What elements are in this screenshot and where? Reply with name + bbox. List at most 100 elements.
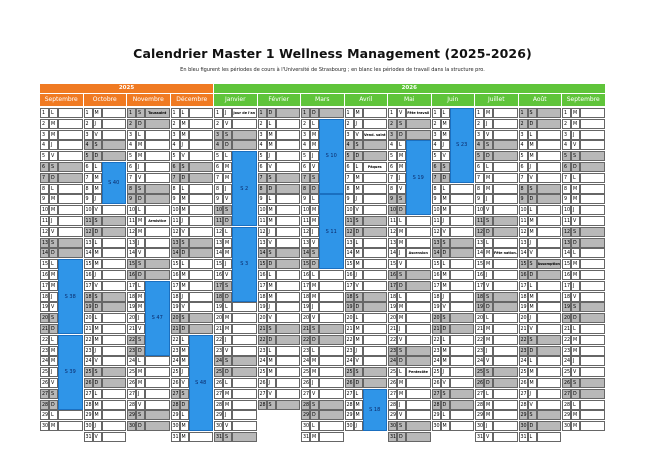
month-header: Mai: [388, 94, 431, 106]
day-letter: V: [527, 399, 537, 410]
day-number: 2: [83, 118, 93, 129]
day-number: 23: [344, 345, 354, 356]
day-number: 3: [214, 129, 223, 140]
day-number: 17: [127, 280, 136, 291]
day-cell: [275, 108, 300, 118]
day-letter: S: [223, 205, 232, 216]
day-cell: [580, 172, 605, 183]
day-letter: M: [310, 367, 319, 378]
day-letter: D: [223, 367, 232, 378]
day-number: 15: [40, 259, 49, 270]
day-number: 7: [257, 172, 267, 183]
day-letter: M: [310, 216, 319, 226]
day-number: 15: [214, 259, 223, 270]
day-letter: V: [92, 205, 102, 216]
day-number: 10: [388, 205, 397, 216]
day-letter: D: [49, 324, 58, 334]
day-number: 13: [257, 237, 267, 248]
day-cell: [101, 410, 126, 421]
day-letter: L: [92, 388, 102, 399]
day-number: 21: [170, 324, 180, 334]
day-cell: [275, 183, 300, 194]
day-cell: [275, 140, 300, 151]
day-letter: L: [571, 324, 580, 334]
day-number: 2: [562, 118, 571, 129]
day-number: 23: [214, 345, 223, 356]
day-number: 20: [562, 313, 571, 324]
day-number: 18: [475, 291, 484, 302]
course-week-block: S 47: [145, 280, 170, 356]
day-letter: S: [397, 345, 406, 356]
day-cell: [493, 334, 518, 345]
day-letter: J: [353, 118, 363, 129]
day-number: 10: [475, 205, 484, 216]
day-letter: J: [49, 291, 58, 302]
day-cell: [362, 367, 387, 378]
day-letter: J: [353, 421, 363, 432]
day-letter: S: [527, 259, 537, 270]
day-number: 30: [475, 421, 484, 432]
day-letter: V: [223, 118, 232, 129]
day-cell: [536, 151, 561, 162]
day-letter: M: [397, 313, 406, 324]
day-letter: M: [484, 183, 493, 194]
day-number: 22: [388, 334, 397, 345]
day-cell: [275, 388, 300, 399]
day-letter: L: [397, 140, 406, 151]
day-cell: [232, 129, 257, 140]
day-number: 13: [83, 237, 93, 248]
day-number: 30: [301, 421, 310, 432]
day-cell: [275, 216, 300, 226]
day-letter: J: [484, 345, 493, 356]
day-number: 20: [127, 313, 136, 324]
day-cell: [580, 421, 605, 432]
day-letter: L: [223, 151, 232, 162]
day-number: 31: [301, 432, 310, 442]
day-letter: V: [353, 129, 363, 140]
day-number: 19: [170, 302, 180, 313]
day-number: 15: [431, 259, 441, 270]
day-cell: [493, 388, 518, 399]
day-cell: [275, 345, 300, 356]
day-letter: J: [571, 129, 580, 140]
day-letter: S: [179, 237, 189, 248]
day-cell: [275, 259, 300, 270]
day-cell: [145, 399, 170, 410]
day-number: 23: [40, 345, 49, 356]
day-cell: [536, 302, 561, 313]
day-cell: [493, 270, 518, 280]
day-letter: D: [223, 216, 232, 226]
day-number: 17: [170, 280, 180, 291]
day-number: 14: [170, 248, 180, 259]
day-number: 2: [301, 118, 310, 129]
day-letter: L: [440, 410, 450, 421]
day-letter: M: [353, 248, 363, 259]
day-letter: S: [440, 162, 450, 172]
day-letter: J: [484, 194, 493, 205]
day-cell: [188, 194, 213, 205]
day-number: 12: [127, 226, 136, 237]
day-cell: [362, 183, 387, 194]
day-number: 7: [301, 172, 310, 183]
day-number: 23: [475, 345, 484, 356]
day-cell: [580, 151, 605, 162]
day-letter: D: [310, 334, 319, 345]
day-letter: L: [49, 108, 58, 118]
day-cell: [493, 216, 518, 226]
day-number: 5: [40, 151, 49, 162]
day-cell: [101, 334, 126, 345]
day-number: 16: [257, 270, 267, 280]
day-number: 5: [170, 151, 180, 162]
day-letter: V: [179, 226, 189, 237]
day-letter: D: [571, 313, 580, 324]
day-letter: M: [353, 183, 363, 194]
day-cell: [188, 183, 213, 194]
day-cell: [275, 205, 300, 216]
day-letter: M: [397, 302, 406, 313]
day-letter: M: [49, 421, 58, 432]
day-number: 27: [301, 388, 310, 399]
day-letter: V: [92, 432, 102, 442]
day-letter: M: [484, 334, 493, 345]
day-number: 24: [257, 356, 267, 367]
day-number: 14: [518, 248, 528, 259]
